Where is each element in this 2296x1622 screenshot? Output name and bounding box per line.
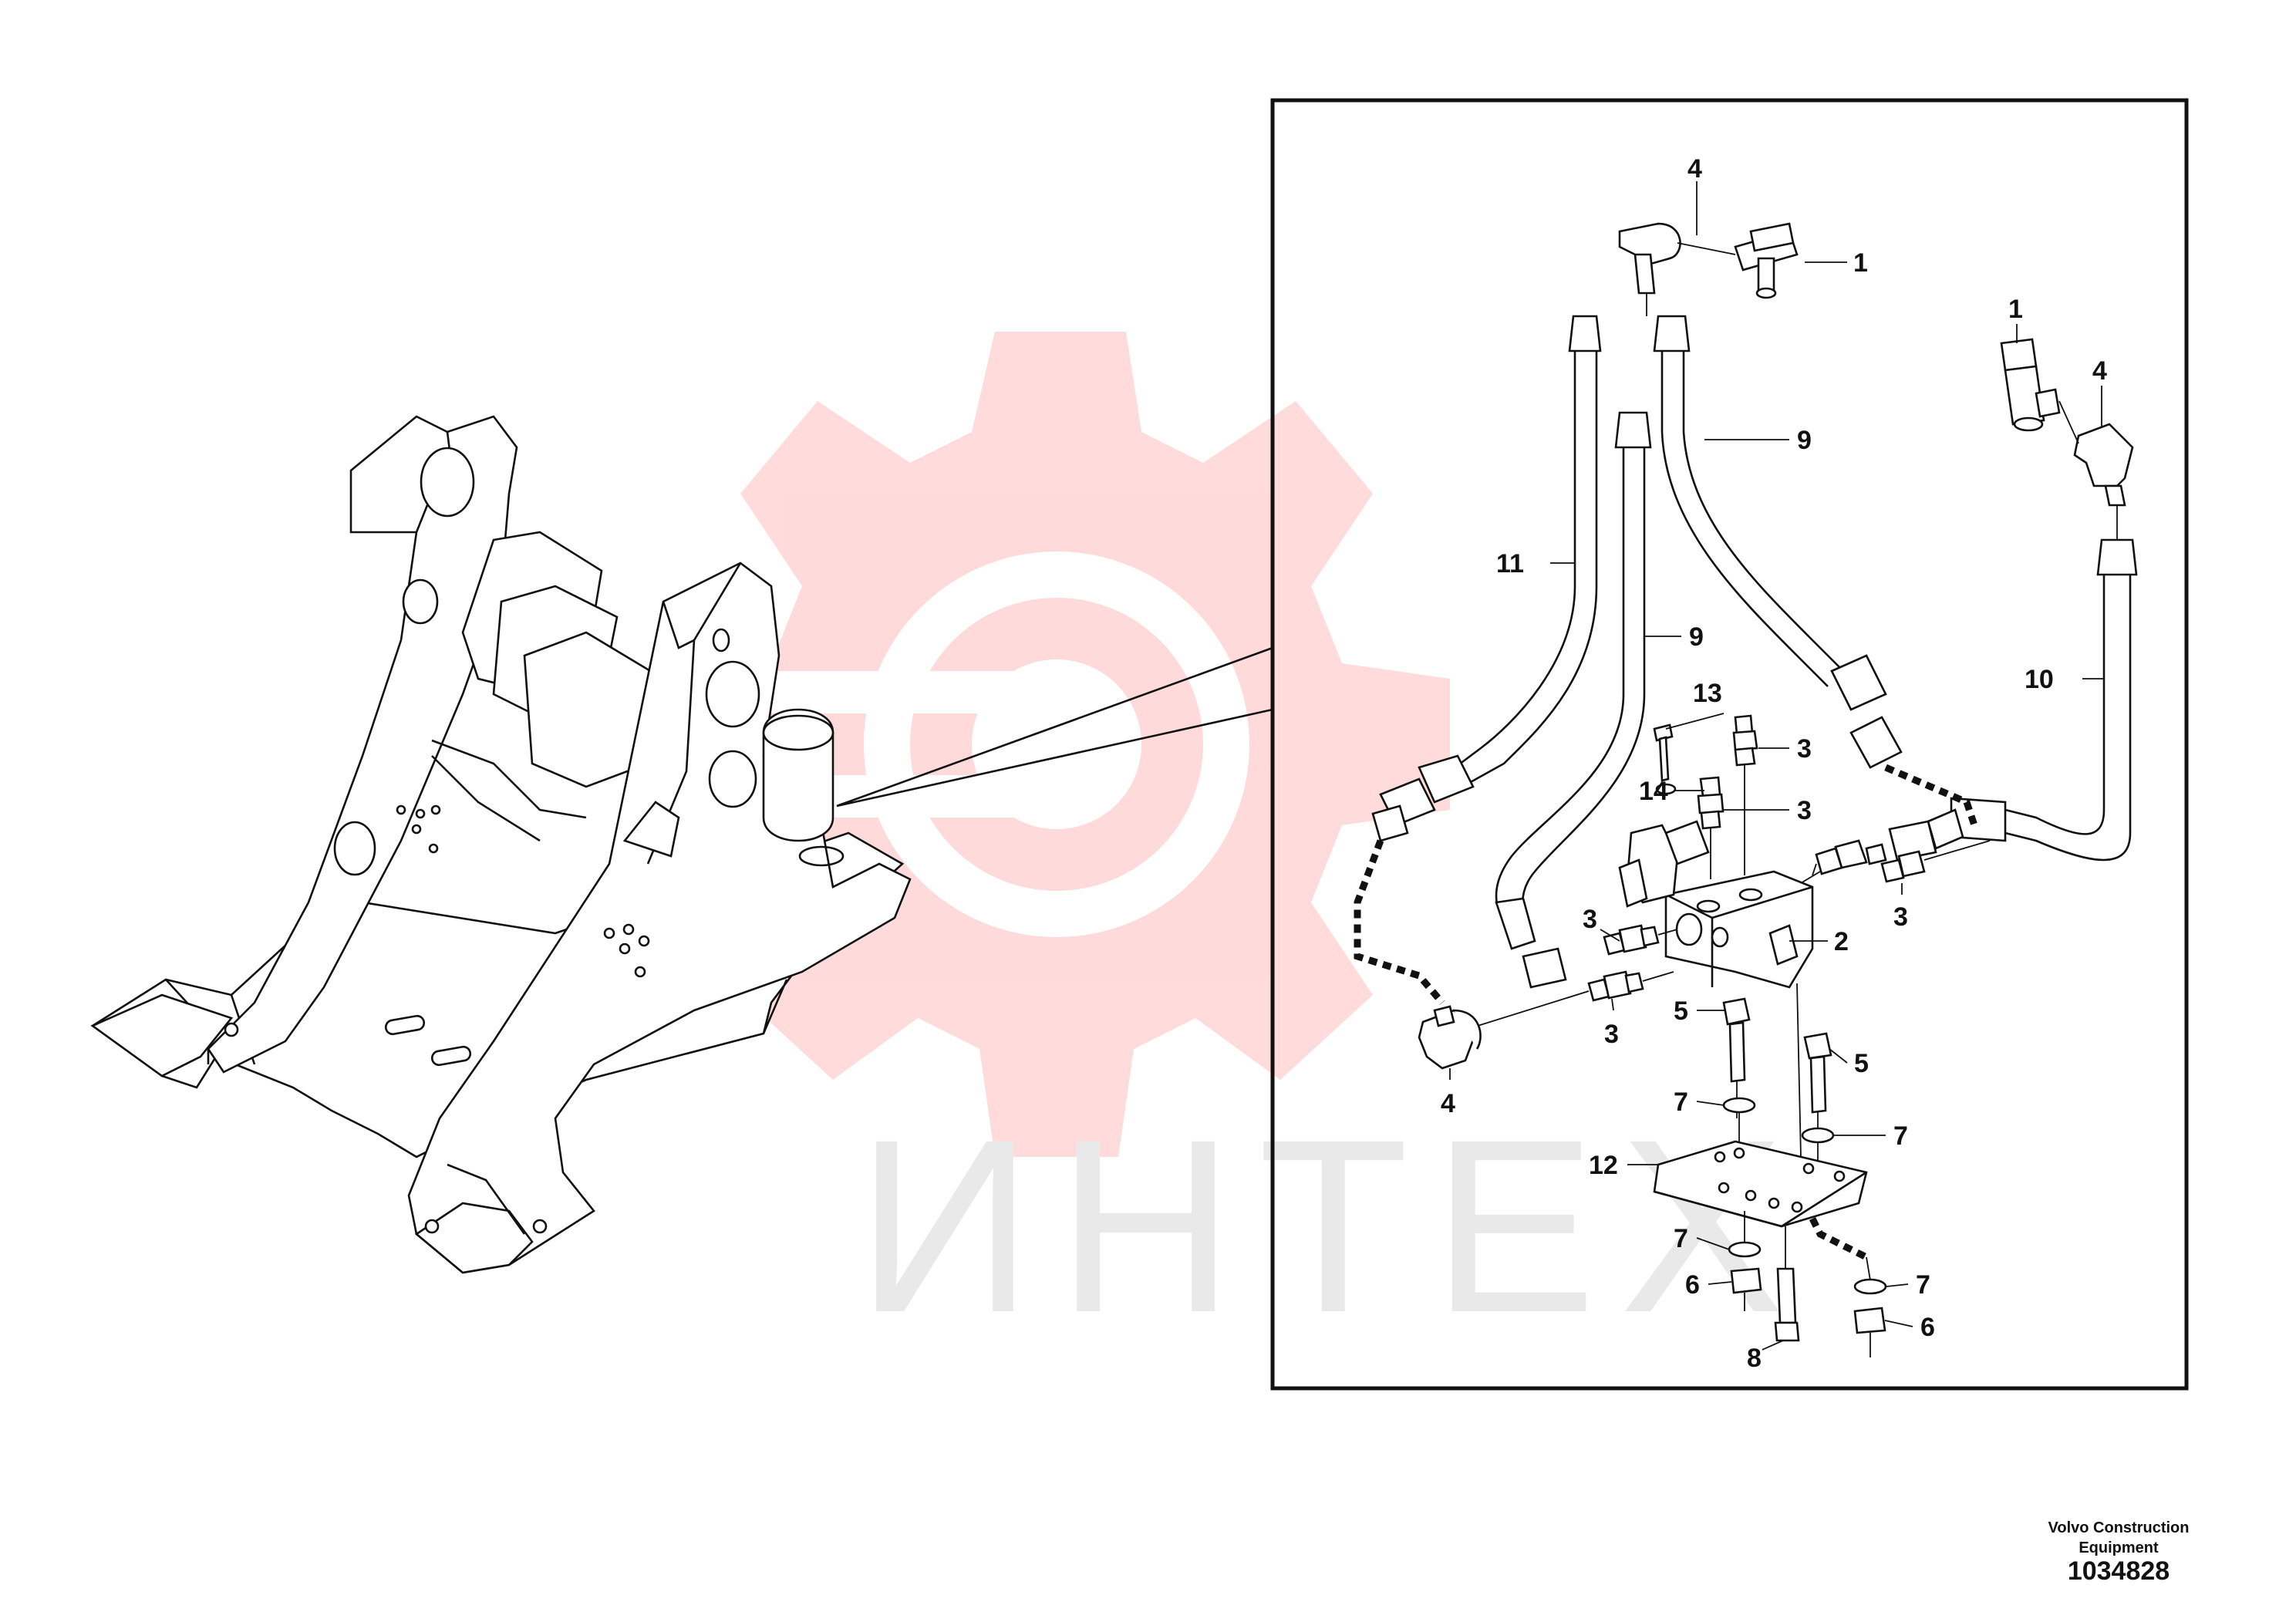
elbow-fitting-bottom [1418, 1005, 1482, 1070]
callout-13: 13 [1693, 679, 1722, 708]
elbow-fitting-top [1618, 222, 1681, 295]
zoom-pointer [836, 646, 1273, 808]
callout-3-mid: 3 [1797, 796, 1812, 825]
washer-7-b [1801, 1127, 1835, 1144]
callout-3-top: 3 [1797, 734, 1812, 764]
routing-dash-bottom [1809, 1216, 1869, 1261]
nut-6-right [1853, 1307, 1886, 1334]
callout-9-right: 9 [1797, 426, 1812, 455]
hose-9-right [1653, 315, 1903, 769]
brand-line-2: Equipment [2079, 1539, 2159, 1556]
callout-3-far-right: 3 [1893, 902, 1908, 932]
washer-7-c [1728, 1241, 1762, 1258]
callout-7-a: 7 [1674, 1088, 1688, 1117]
callout-8: 8 [1747, 1344, 1762, 1373]
elbow-fitting-right [2073, 423, 2134, 507]
hose-9-middle [1495, 411, 1652, 989]
detail-frame [1270, 98, 2189, 1391]
callout-9-middle: 9 [1689, 622, 1704, 652]
brand-label: Volvo Construction Equipment [2026, 1518, 2211, 1558]
fitting-3-top [1732, 714, 1758, 875]
hose-10 [1888, 538, 2138, 862]
fitting-3-mid [1697, 776, 1725, 879]
callout-3-left: 3 [1583, 905, 1597, 934]
routing-dash-top [1884, 764, 1978, 827]
callout-7-b: 7 [1893, 1121, 1908, 1151]
callout-6-right: 6 [1920, 1313, 1935, 1342]
frame-assembly [90, 415, 912, 1274]
watermark-gear-icon [663, 332, 1450, 1157]
callout-7-d: 7 [1916, 1270, 1930, 1300]
callout-12: 12 [1589, 1151, 1618, 1180]
callout-3-bottom: 3 [1604, 1020, 1619, 1049]
bolt-5-left [1722, 997, 1751, 1118]
valve-block [1618, 820, 1814, 989]
bolt-8 [1774, 1226, 1800, 1342]
fitting-3-left [1603, 924, 1678, 956]
callout-7-c: 7 [1674, 1224, 1688, 1253]
detail-view: 4 1 1 4 9 11 9 10 13 3 14 3 3 3 2 3 5 5 … [1354, 154, 2138, 1373]
routing-dash-left [1354, 839, 1445, 1005]
watermark-text: ИНТЕХ [856, 1088, 1807, 1364]
callout-4-right: 4 [2092, 356, 2107, 386]
fitting-3-bottom [1465, 970, 1674, 1030]
tee-fitting-top [1734, 222, 1799, 299]
tee-fitting-right [2000, 338, 2061, 432]
nut-6-left [1730, 1267, 1762, 1294]
callout-5-right: 5 [1854, 1049, 1869, 1078]
fitting-3-right [1800, 839, 1887, 884]
mounting-plate-12 [1653, 1140, 1868, 1228]
hose-11 [1371, 315, 1602, 842]
callout-14: 14 [1639, 777, 1668, 806]
fitting-3-far-right [1880, 840, 1991, 883]
brand-line-1: Volvo Construction [2048, 1519, 2190, 1536]
callout-4-bottom: 4 [1441, 1089, 1455, 1118]
callout-1-top: 1 [1853, 248, 1868, 278]
callout-leaders [1449, 181, 2104, 1351]
callout-10: 10 [2025, 665, 2054, 694]
washer-7-d [1853, 1278, 1887, 1295]
callout-6-left: 6 [1685, 1270, 1700, 1300]
callout-2: 2 [1834, 927, 1849, 956]
washer-7-a [1722, 1097, 1756, 1114]
bolt-5-right [1803, 1032, 1832, 1130]
watermark-logo [663, 332, 1450, 1157]
callout-5-left: 5 [1674, 996, 1688, 1026]
drawing-number: 1034828 [2067, 1556, 2170, 1586]
callout-4-top: 4 [1687, 154, 1702, 184]
callout-11: 11 [1496, 549, 1524, 578]
callout-1-right: 1 [2008, 295, 2023, 324]
